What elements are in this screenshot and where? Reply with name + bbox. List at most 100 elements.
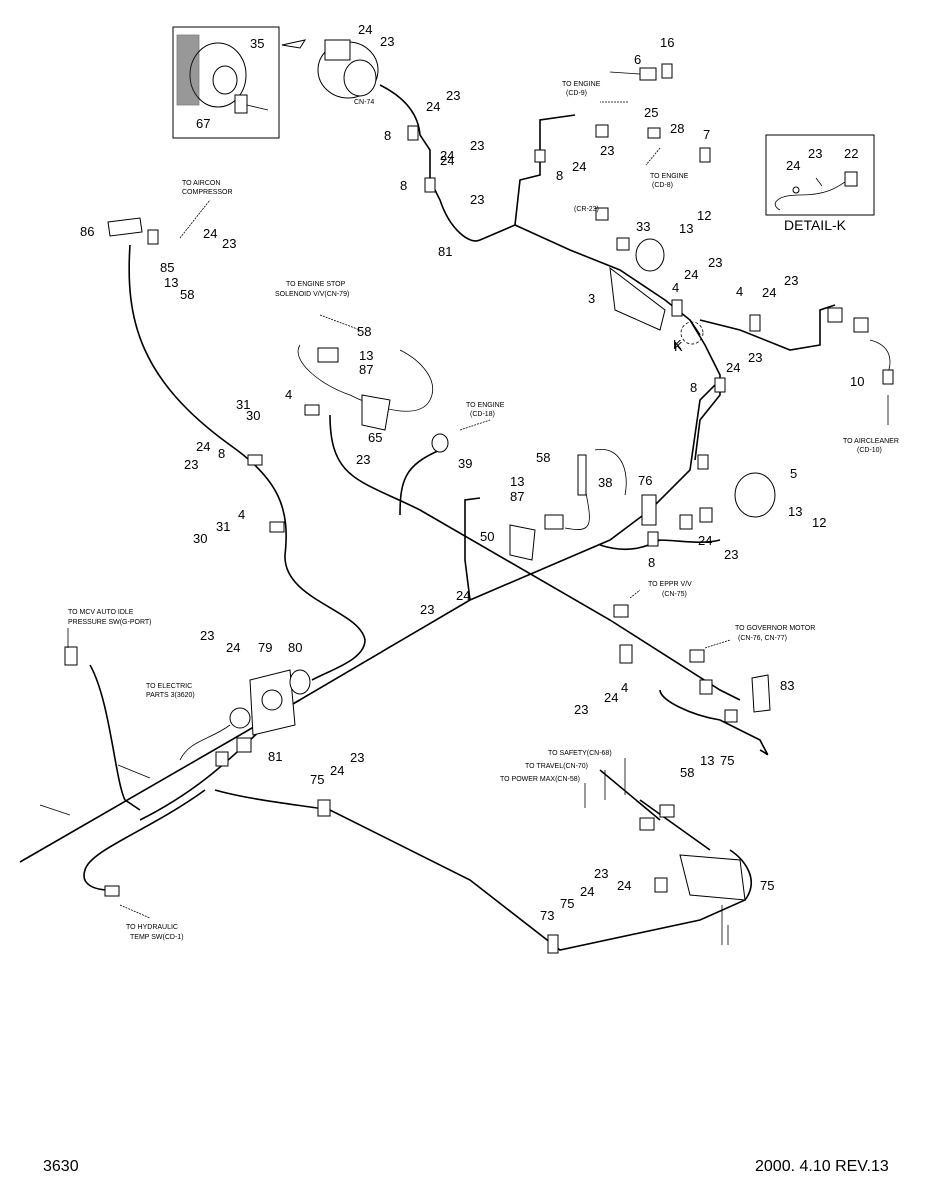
callout-24: 24 (698, 533, 712, 548)
dest-aircleaner-1: TO AIRCLEANER (843, 438, 899, 445)
callout-23: 23 (222, 236, 236, 251)
harness-wires (19, 84, 891, 951)
callout-24: 24 (226, 640, 240, 655)
dest-power-max: TO POWER MAX(CN-58) (500, 776, 580, 783)
dest-eppr-1: TO EPPR V/V (648, 581, 692, 588)
dest-stop-solenoid-1: TO ENGINE STOP (286, 281, 346, 288)
callout-23: 23 (748, 350, 762, 365)
callout-13: 13 (164, 275, 178, 290)
callout-8: 8 (648, 555, 655, 570)
dest-electric-2: PARTS 3(3620) (146, 692, 195, 699)
inset-box-35 (172, 26, 280, 139)
k-marker: K (673, 337, 682, 352)
callout-24: 24 (617, 878, 631, 893)
callout-73: 73 (540, 908, 554, 923)
callout-24: 24 (604, 690, 618, 705)
callout-23: 23 (350, 750, 364, 765)
destination-labels: TO AIRCON COMPRESSOR TO ENGINE (CD-9) TO… (68, 81, 899, 941)
callout-8: 8 (384, 128, 391, 143)
callout-24: 24 (196, 439, 210, 454)
dest-aircon-1: TO AIRCON (182, 180, 220, 187)
callout-8: 8 (218, 446, 225, 461)
callout-4: 4 (736, 284, 743, 299)
detail-k-title: DETAIL-K (784, 217, 847, 233)
callout-87: 87 (359, 362, 373, 377)
callout-7: 7 (703, 127, 710, 142)
callout-4: 4 (621, 680, 628, 695)
destination-leaders (67, 71, 731, 919)
callout-75: 75 (310, 772, 324, 787)
callout-67: 67 (196, 116, 210, 131)
callout-4: 4 (238, 507, 245, 522)
dest-engine-cd8-1: TO ENGINE (650, 173, 689, 180)
dest-mcv-2: PRESSURE SW(G-PORT) (68, 619, 152, 626)
dest-hydraulic-2: TEMP SW(CD-1) (130, 934, 184, 941)
dest-engine-cd8-2: (CD-8) (652, 182, 673, 189)
callout-23: 23 (600, 143, 614, 158)
callout-24: 24 (572, 159, 586, 174)
callout-87: 87 (510, 489, 524, 504)
dest-safety: TO SAFETY(CN-68) (548, 750, 612, 757)
callout-28: 28 (670, 121, 684, 136)
callout-58: 58 (357, 324, 371, 339)
dest-cr23: (CR-23) (574, 206, 599, 213)
callout-81: 81 (268, 749, 282, 764)
callout-58: 58 (680, 765, 694, 780)
callout-79: 79 (258, 640, 272, 655)
callout-65: 65 (368, 430, 382, 445)
callout-75: 75 (760, 878, 774, 893)
dest-eppr-2: (CN-75) (662, 591, 687, 598)
revision-date: 2000. 4.10 REV.13 (755, 1158, 889, 1175)
callout-23: 23 (808, 146, 822, 161)
k-circle (680, 321, 704, 345)
callout-83: 83 (780, 678, 794, 693)
callout-23: 23 (470, 138, 484, 153)
callout-23: 23 (446, 88, 460, 103)
callout-8: 8 (556, 168, 563, 183)
callout-12: 12 (812, 515, 826, 530)
callout-23: 23 (184, 457, 198, 472)
callout-4: 4 (672, 280, 679, 295)
callout-86: 86 (80, 224, 94, 239)
callout-38: 38 (598, 475, 612, 490)
dest-travel: TO TRAVEL(CN-70) (525, 763, 588, 770)
dest-hydraulic-1: TO HYDRAULIC (126, 924, 178, 931)
callout-23: 23 (470, 192, 484, 207)
dest-aircon-2: COMPRESSOR (182, 189, 233, 196)
callout-12: 12 (697, 208, 711, 223)
callout-16: 16 (660, 35, 674, 50)
callout-24: 24 (440, 153, 454, 168)
callout-30: 30 (193, 531, 207, 546)
dest-engine-cd9-2: (CD-9) (566, 90, 587, 97)
callout-K: K (674, 339, 683, 354)
dest-mcv-1: TO MCV AUTO IDLE (68, 609, 134, 616)
dest-electric-1: TO ELECTRIC (146, 683, 192, 690)
callout-24: 24 (580, 884, 594, 899)
callout-39: 39 (458, 456, 472, 471)
callout-58: 58 (180, 287, 194, 302)
callout-35: 35 (250, 36, 264, 51)
callout-31: 31 (236, 397, 250, 412)
callout-80: 80 (288, 640, 302, 655)
callout-13: 13 (700, 753, 714, 768)
callout-3: 3 (588, 291, 595, 306)
dest-engine-cd9-1: TO ENGINE (562, 81, 601, 88)
callout-24: 24 (786, 158, 800, 173)
callout-31: 31 (216, 519, 230, 534)
callout-24: 24 (358, 22, 372, 37)
callout-30: 30 (246, 408, 260, 423)
callout-23: 23 (380, 34, 394, 49)
callout-13: 13 (679, 221, 693, 236)
callout-58: 58 (536, 450, 550, 465)
dest-governor-1: TO GOVERNOR MOTOR (735, 625, 815, 632)
callout-13: 13 (788, 504, 802, 519)
callout-10: 10 (850, 374, 864, 389)
dest-stop-solenoid-2: SOLENOID V/V(CN-79) (275, 291, 349, 298)
callout-13: 13 (510, 474, 524, 489)
callout-76: 76 (638, 473, 652, 488)
detail-k-box (765, 134, 875, 216)
callout-24: 24 (440, 148, 454, 163)
callout-25: 25 (644, 105, 658, 120)
